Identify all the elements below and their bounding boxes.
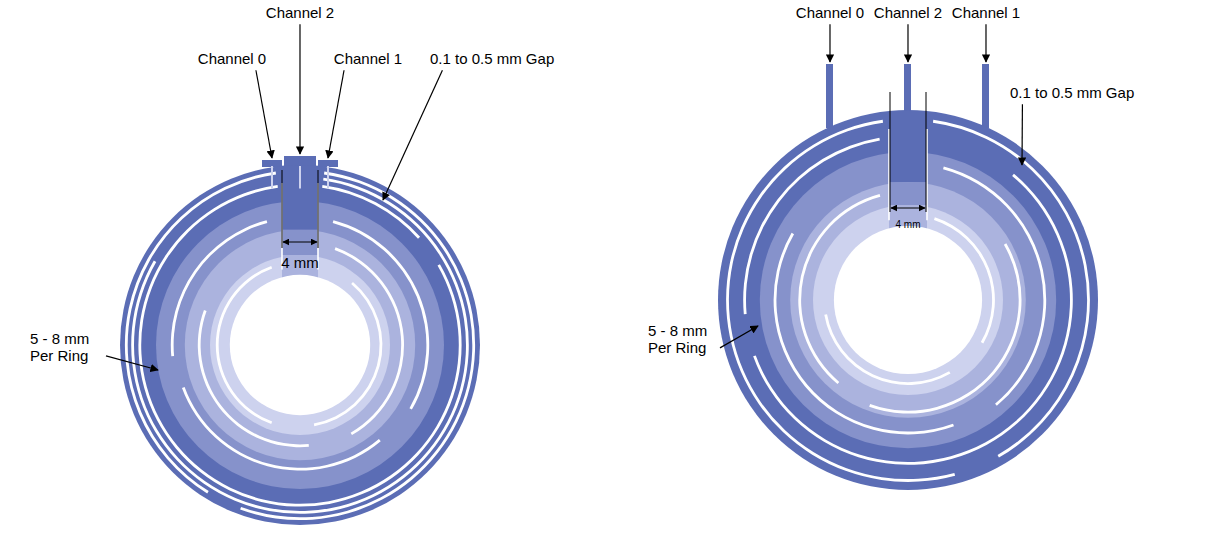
center-hole — [834, 226, 982, 374]
channel-tab — [826, 64, 833, 128]
ring-gap — [824, 314, 950, 385]
leader-arrow — [256, 70, 272, 158]
ring-width-dimension: 5 - 8 mm Per Ring — [30, 330, 102, 365]
gap-dimension: 0.1 to 0.5 mm Gap — [430, 50, 554, 67]
dimension-extension — [318, 170, 319, 248]
ring-gap — [934, 217, 995, 343]
ring-gap — [131, 178, 469, 514]
electrode-ring — [760, 152, 1056, 448]
leader-arrow — [383, 70, 442, 200]
dimension-extension — [890, 92, 891, 212]
ring-gap — [869, 243, 1021, 413]
width-dimension: 4 mm — [281, 254, 319, 271]
center-hole — [230, 275, 370, 415]
channel-tab — [982, 64, 989, 128]
ring-gap — [333, 220, 429, 409]
gap-dimension: 0.1 to 0.5 mm Gap — [1010, 84, 1134, 101]
electrode-ring — [120, 165, 480, 525]
ring-gap — [182, 387, 381, 471]
channel-label: Channel 2 — [266, 4, 334, 21]
channel-tab — [904, 64, 911, 112]
ring-gap — [322, 185, 420, 239]
electrode-ring — [813, 205, 1003, 395]
feed-strip — [889, 111, 927, 182]
electrode-ring — [185, 230, 415, 460]
electrode — [120, 156, 480, 525]
channel-label: Channel 1 — [952, 4, 1020, 21]
channel-label: Channel 1 — [334, 50, 402, 67]
channel-tab — [318, 160, 338, 167]
channel-label: Channel 0 — [198, 50, 266, 67]
ring-gap — [314, 282, 383, 426]
leader-arrow — [328, 70, 344, 158]
ring-gap — [743, 138, 880, 315]
leader-arrow — [829, 24, 830, 62]
leader-arrow — [106, 356, 158, 370]
electrode-ring — [156, 201, 444, 489]
leader-arrow — [1021, 104, 1023, 165]
ring-gap — [198, 310, 309, 447]
ring-gap — [774, 233, 954, 435]
electrode — [718, 64, 1098, 490]
ring-gap — [138, 185, 461, 507]
dimension-arrow — [283, 242, 317, 243]
ring-gap — [726, 120, 955, 482]
leader-arrow — [907, 24, 908, 62]
channel-label: Channel 0 — [796, 4, 864, 21]
electrode-ring — [790, 182, 1026, 418]
ring-gap — [335, 247, 404, 435]
ring-gap — [216, 266, 272, 424]
feed-strip — [282, 166, 318, 230]
leader-arrow — [299, 24, 300, 154]
dimension-extension — [282, 170, 283, 248]
channel-tab — [262, 160, 282, 167]
ring-gap — [933, 120, 1090, 458]
ring-gap — [798, 194, 880, 384]
feed-strip — [282, 230, 318, 255]
width-dimension: 4 mm — [896, 219, 921, 231]
dimension-extension — [926, 92, 927, 212]
feed-strip — [889, 182, 927, 205]
leader-arrow — [720, 326, 758, 348]
electrode-ring — [210, 255, 390, 435]
electrode-ring — [718, 110, 1098, 490]
feed-strip — [889, 205, 927, 230]
ring-width-dimension: 5 - 8 mm Per Ring — [648, 322, 716, 357]
channel-lead — [271, 166, 273, 188]
ring-gap — [753, 174, 1073, 465]
dimension-arrow — [891, 208, 925, 209]
channel-lead — [327, 166, 329, 188]
channel-lead — [299, 166, 301, 188]
leader-arrow — [985, 24, 986, 62]
channel-label: Channel 2 — [874, 4, 942, 21]
